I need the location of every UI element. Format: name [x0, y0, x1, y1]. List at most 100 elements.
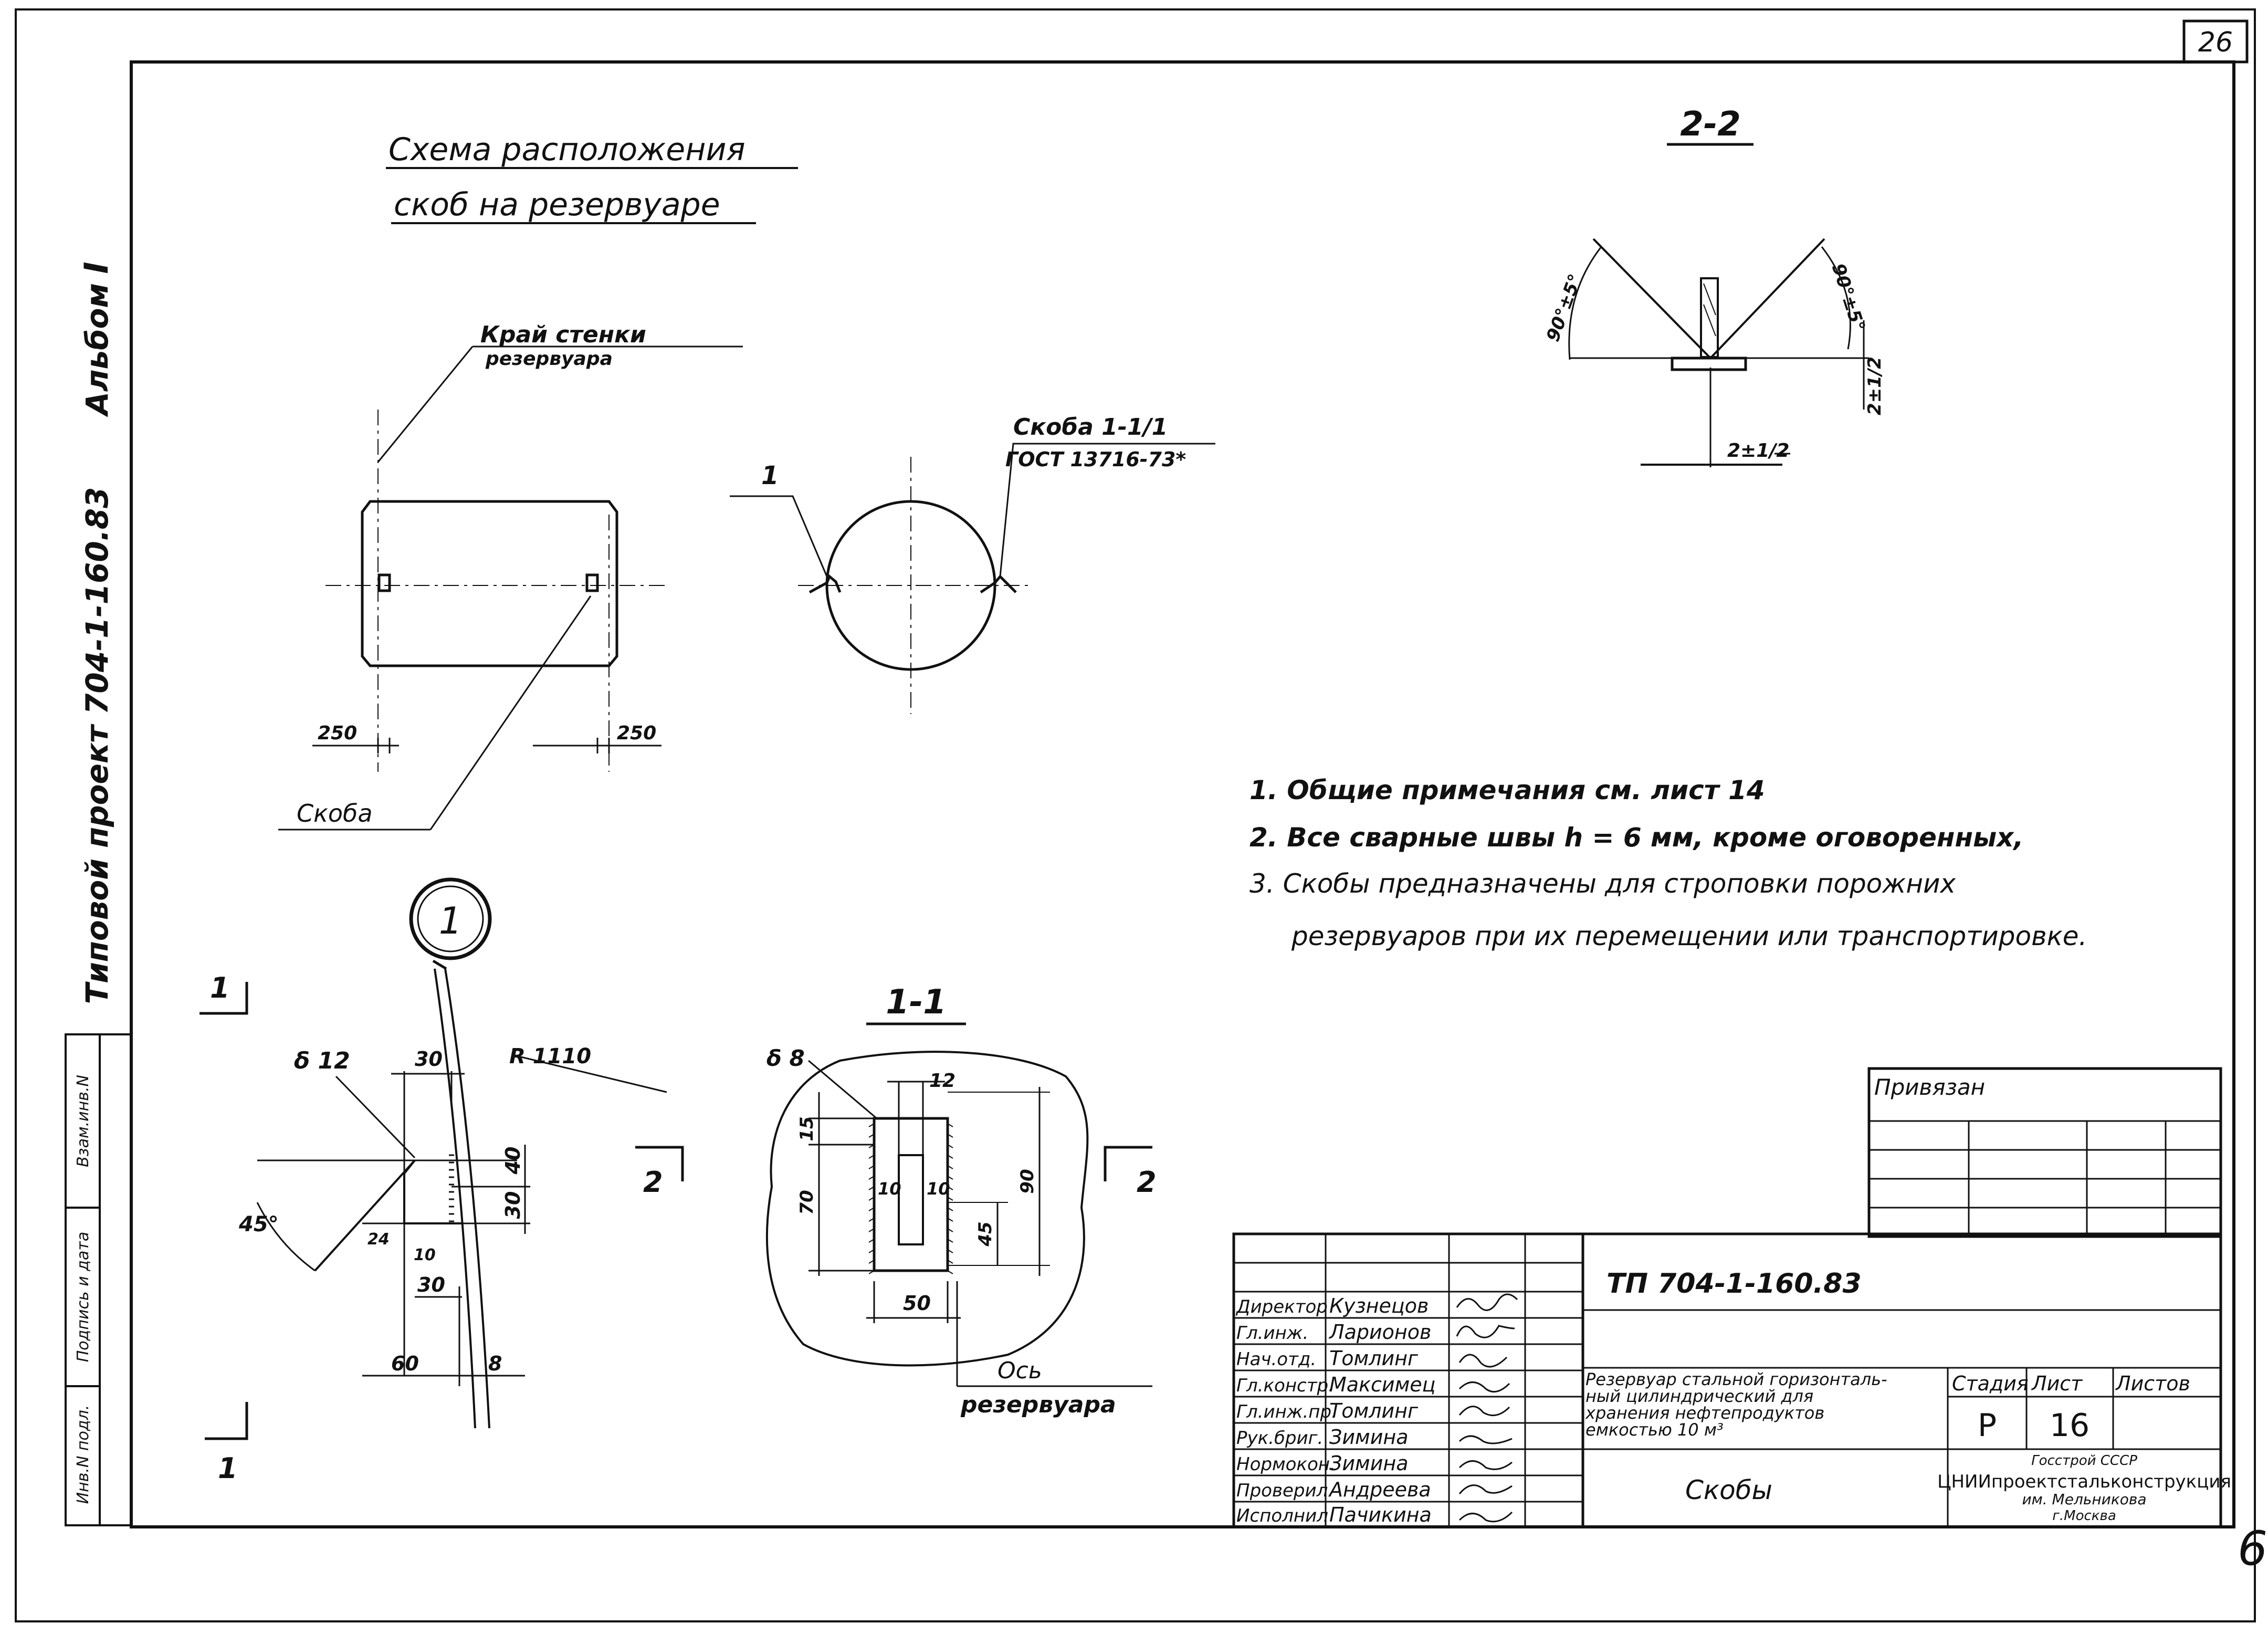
approval-stamp	[65, 1033, 132, 1526]
role-project-engineer: Гл.инж.пр.	[1236, 1401, 1337, 1422]
note-1: 1. Общие примечания см. лист 14	[1250, 775, 1765, 805]
section-11-drawing	[635, 1051, 1152, 1387]
org-sub: им. Мельникова	[2022, 1491, 2146, 1508]
project-label: Типовой проект 704-1-160.83	[79, 487, 115, 1004]
role-executed: Исполнил	[1236, 1505, 1328, 1526]
desc-line-4: емкостью 10 м³	[1586, 1420, 1724, 1440]
name-chief-designer: Максимец	[1329, 1373, 1436, 1396]
sheet-label: Лист	[2031, 1372, 2083, 1395]
edge-label-1: Край стенки	[480, 321, 646, 348]
section-22-angle-right: 90°±5°	[1828, 261, 1869, 334]
dim-250-right: 250	[617, 722, 656, 744]
note-3: 3. Скобы предназначены для строповки пор…	[1250, 868, 1956, 899]
detail-drawing	[200, 959, 667, 1440]
edge-label-2: резервуара	[485, 348, 613, 370]
section-22-dim-bottom: 2±1/2	[1727, 440, 1789, 462]
role-norm-control: Нормокон.	[1236, 1454, 1336, 1475]
desc-line-1: Резервуар стальной горизонталь-	[1586, 1369, 1887, 1389]
callout-1: 1	[761, 461, 779, 490]
section-22-angle-left: 90°±5°	[1542, 271, 1586, 344]
scheme-title-2: скоб на резервуаре	[394, 186, 720, 223]
name-checked: Андреева	[1328, 1478, 1431, 1501]
role-director: Директор	[1235, 1296, 1328, 1317]
cut-1-bottom: 1	[218, 1452, 238, 1485]
section-22-dim-side: 2±1/2	[1864, 357, 1885, 415]
bracket-label: Скоба	[297, 799, 373, 828]
sheets-label: Листов	[2115, 1372, 2190, 1395]
desc-line-3: хранения нефтепродуктов	[1585, 1403, 1824, 1423]
detail-dim-8: 8	[488, 1352, 502, 1375]
section-11-dim-50: 50	[903, 1292, 931, 1315]
org-top: Госстрой СССР	[2031, 1453, 2137, 1469]
detail-dim-40: 40	[501, 1147, 524, 1175]
stamp-inventory: Инв.N подл.	[74, 1405, 92, 1504]
album-label: Альбом	[79, 283, 115, 417]
detail-mark: 1	[439, 899, 463, 942]
section-11-title: 1-1	[886, 983, 947, 1022]
cut-1-top: 1	[210, 971, 230, 1004]
section-11-thickness: δ 8	[766, 1045, 805, 1071]
detail-dim-30-low: 30	[417, 1273, 445, 1296]
section-11-dim-10a: 10	[878, 1179, 901, 1199]
project-code: ТП 704-1-160.83	[1606, 1268, 1862, 1300]
sheet-number: 26	[2198, 27, 2233, 58]
detail-angle: 45°	[238, 1212, 279, 1237]
stage-label: Стадия	[1952, 1372, 2029, 1395]
standard-line-2: ГОСТ 13716-73*	[1005, 448, 1186, 471]
detail-mark-circle	[409, 877, 492, 960]
detail-dim-30-side: 30	[501, 1191, 524, 1219]
name-chief-engineer: Ларионов	[1328, 1321, 1431, 1344]
stamp-signature: Подпись и дата	[74, 1232, 92, 1363]
section-11-dim-90: 90	[1017, 1169, 1038, 1193]
tank-side-view	[326, 345, 743, 772]
tie-in-table	[1867, 1067, 2222, 1238]
tank-end-view	[730, 443, 1215, 714]
detail-thickness: δ 12	[294, 1048, 350, 1074]
name-executed: Пачикина	[1329, 1503, 1432, 1526]
marginal-note: 6	[2238, 1521, 2267, 1576]
tie-in-label: Привязан	[1874, 1074, 1985, 1100]
role-chief-designer: Гл.констр.	[1236, 1375, 1334, 1396]
name-team-lead: Зимина	[1329, 1426, 1409, 1449]
section-11-dim-70: 70	[796, 1190, 817, 1214]
stamp-replacement: Взам.инв.N	[74, 1075, 92, 1167]
standard-line-1: Скоба 1-1/1	[1013, 414, 1168, 441]
name-norm-control: Зимина	[1329, 1452, 1409, 1475]
signatures	[1456, 1293, 1518, 1523]
org-main: ЦНИИпроектстальконструкция	[1937, 1471, 2231, 1492]
sheet-value: 16	[2050, 1407, 2090, 1444]
note-2: 2. Все сварные швы h = 6 мм, кроме огово…	[1250, 822, 2024, 853]
role-team-lead: Рук.бриг.	[1236, 1428, 1323, 1449]
role-dept-head: Нач.отд.	[1236, 1349, 1316, 1370]
scheme-title-1: Схема расположения	[388, 131, 746, 168]
title-block	[1232, 1232, 2222, 1528]
axis-label-1: Ось	[998, 1357, 1042, 1384]
dim-250-left: 250	[318, 722, 357, 744]
sheet-frame	[15, 8, 2256, 1622]
detail-dim-30-top: 30	[415, 1048, 443, 1071]
detail-dim-24: 24	[368, 1230, 390, 1249]
cut-2-left: 2	[643, 1166, 663, 1199]
note-3-cont: резервуаров при их перемещении или транс…	[1291, 921, 2087, 951]
axis-label-2: резервуара	[960, 1391, 1116, 1418]
name-director: Кузнецов	[1329, 1294, 1429, 1317]
section-22-title: 2-2	[1680, 105, 1741, 144]
org-city: г.Москва	[2052, 1508, 2116, 1524]
cut-2-right: 2	[1137, 1166, 1157, 1199]
desc-line-2: ный цилиндрический для	[1586, 1386, 1813, 1406]
section-11-dim-45: 45	[975, 1221, 996, 1247]
role-checked: Проверил	[1236, 1480, 1328, 1501]
sheet-number-box: 26	[2182, 19, 2249, 64]
scheme-dims	[312, 738, 662, 753]
detail-dim-60: 60	[391, 1352, 419, 1375]
bracket-leader	[278, 595, 592, 831]
section-11-dim-15: 15	[796, 1116, 817, 1141]
detail-dim-10: 10	[414, 1246, 436, 1264]
stage-value: Р	[1978, 1407, 1997, 1444]
section-11-dim-12: 12	[929, 1070, 956, 1092]
album-numeral: I	[77, 261, 116, 274]
name-dept-head: Томлинг	[1329, 1347, 1419, 1370]
role-chief-engineer: Гл.инж.	[1236, 1323, 1308, 1344]
drawing-name: Скобы	[1685, 1475, 1772, 1505]
